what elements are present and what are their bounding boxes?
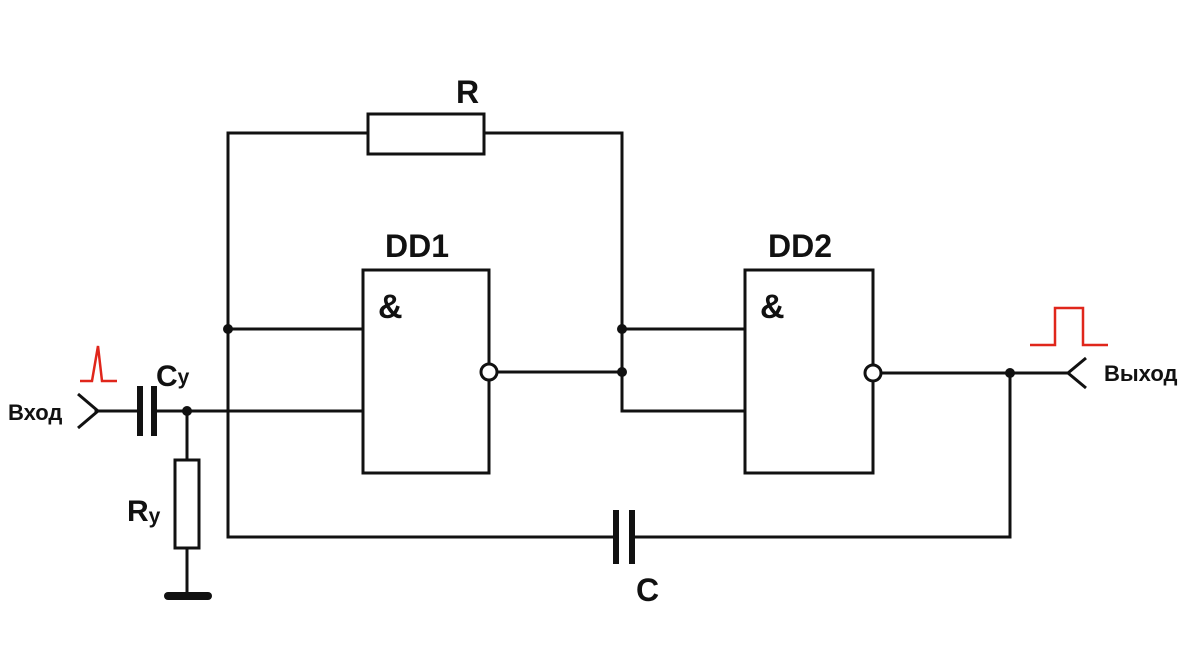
input-label: Вход	[8, 400, 62, 425]
input-connector-icon	[77, 392, 101, 430]
gate-dd1	[361, 268, 491, 475]
gate-dd1-and-symbol: &	[378, 288, 403, 326]
capacitor-c	[613, 510, 635, 564]
junction-dot	[617, 367, 627, 377]
wires	[94, 131, 1070, 597]
resistor-ry	[173, 458, 201, 550]
gate-dd2-label: DD2	[768, 228, 832, 264]
junction-dot	[182, 406, 192, 416]
capacitor-c-label: C	[636, 572, 659, 608]
junction-dot	[223, 324, 233, 334]
junction-dot	[1005, 368, 1015, 378]
output-connector-icon	[1065, 356, 1087, 390]
gate-dd1-label: DD1	[385, 228, 449, 264]
resistor-r-label: R	[456, 74, 479, 110]
resistor-ry-label: Ry	[127, 495, 161, 528]
junction-dot	[617, 324, 627, 334]
rectangular-pulse-icon	[1030, 306, 1108, 347]
resistor-r	[366, 112, 486, 156]
gate-dd1-inverter-bubble	[479, 362, 499, 382]
gate-dd2-and-symbol: &	[760, 288, 785, 326]
junctions	[182, 324, 1015, 416]
output-label: Выход	[1104, 361, 1178, 386]
gate-dd2	[743, 268, 875, 475]
capacitor-cy-label: Cy	[156, 360, 190, 393]
gate-dd2-inverter-bubble	[863, 363, 883, 383]
short-pulse-icon	[80, 345, 117, 383]
capacitor-cy	[137, 386, 157, 436]
